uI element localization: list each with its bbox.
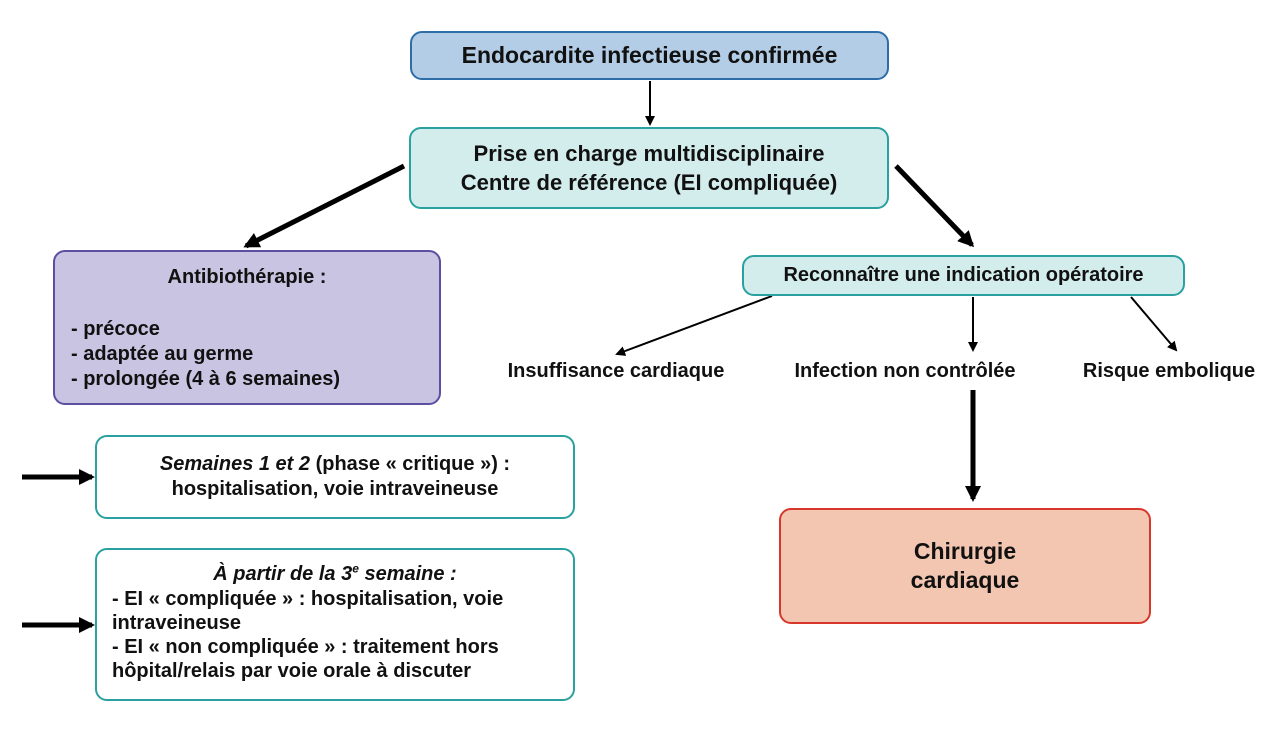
week-3-heading-post: semaine : — [358, 563, 457, 585]
multidisciplinary-care-line1: Prise en charge multidisciplinaire — [473, 141, 825, 166]
weeks-1-2-line2: hospitalisation, voie intraveineuse — [171, 478, 499, 500]
arrow-to-risque — [1130, 296, 1178, 352]
week-3-heading: À partir de la 3e semaine : — [97, 562, 573, 587]
week-3-heading-pre: À partir de la 3 — [213, 563, 353, 585]
cardiac-surgery-box: Chirurgie cardiaque — [779, 508, 1151, 624]
weeks-1-2-line1: Semaines 1 et 2 (phase « critique ») : — [160, 452, 510, 477]
multidisciplinary-care-box: Prise en charge multidisciplinaire Centr… — [409, 127, 889, 209]
multidisciplinary-care-line2: Centre de référence (EI compliquée) — [460, 170, 838, 195]
surgical-indication-box: Reconnaître une indication opératoire — [742, 255, 1185, 296]
criterion-uncontrolled-infection: Infection non contrôlée — [794, 360, 1016, 382]
week-3-heading-sup: e — [352, 561, 359, 576]
antibiotherapy-item: - précoce — [71, 318, 160, 340]
antibiotherapy-box: Antibiothérapie : - précoce - adaptée au… — [53, 250, 441, 405]
week-3-item-uncomplicated: - EI « non compliquée » : traitement hor… — [112, 636, 499, 682]
arrow-prise-to-indication — [894, 164, 975, 248]
weeks-1-2-box: Semaines 1 et 2 (phase « critique ») : h… — [95, 435, 575, 519]
antibiotherapy-title: Antibiothérapie : — [167, 266, 327, 288]
criterion-embolic-risk: Risque embolique — [1082, 360, 1256, 382]
criterion-heart-failure: Insuffisance cardiaque — [507, 360, 725, 382]
weeks-1-2-italic: Semaines 1 et 2 — [159, 453, 311, 475]
arrow-prise-to-antibio — [243, 163, 406, 249]
cardiac-surgery-line1: Chirurgie — [913, 538, 1017, 564]
confirmed-endocarditis-box: Endocardite infectieuse confirmée — [410, 31, 889, 80]
arrow-to-insuffisance — [615, 295, 773, 356]
confirmed-endocarditis-title: Endocardite infectieuse confirmée — [461, 42, 838, 68]
weeks-1-2-phase: (phase « critique ») : — [310, 453, 511, 475]
antibiotherapy-list: - précoce - adaptée au germe - prolongée… — [55, 317, 439, 392]
week-3-box: À partir de la 3e semaine : - EI « compl… — [95, 548, 575, 701]
antibiotherapy-item: - prolongée (4 à 6 semaines) — [71, 368, 340, 390]
surgical-indication-title: Reconnaître une indication opératoire — [783, 264, 1144, 286]
week-3-list: - EI « compliquée » : hospitalisation, v… — [97, 587, 573, 683]
cardiac-surgery-line2: cardiaque — [910, 567, 1020, 593]
antibiotherapy-item: - adaptée au germe — [71, 343, 254, 365]
week-3-item-complicated: - EI « compliquée » : hospitalisation, v… — [112, 588, 504, 634]
